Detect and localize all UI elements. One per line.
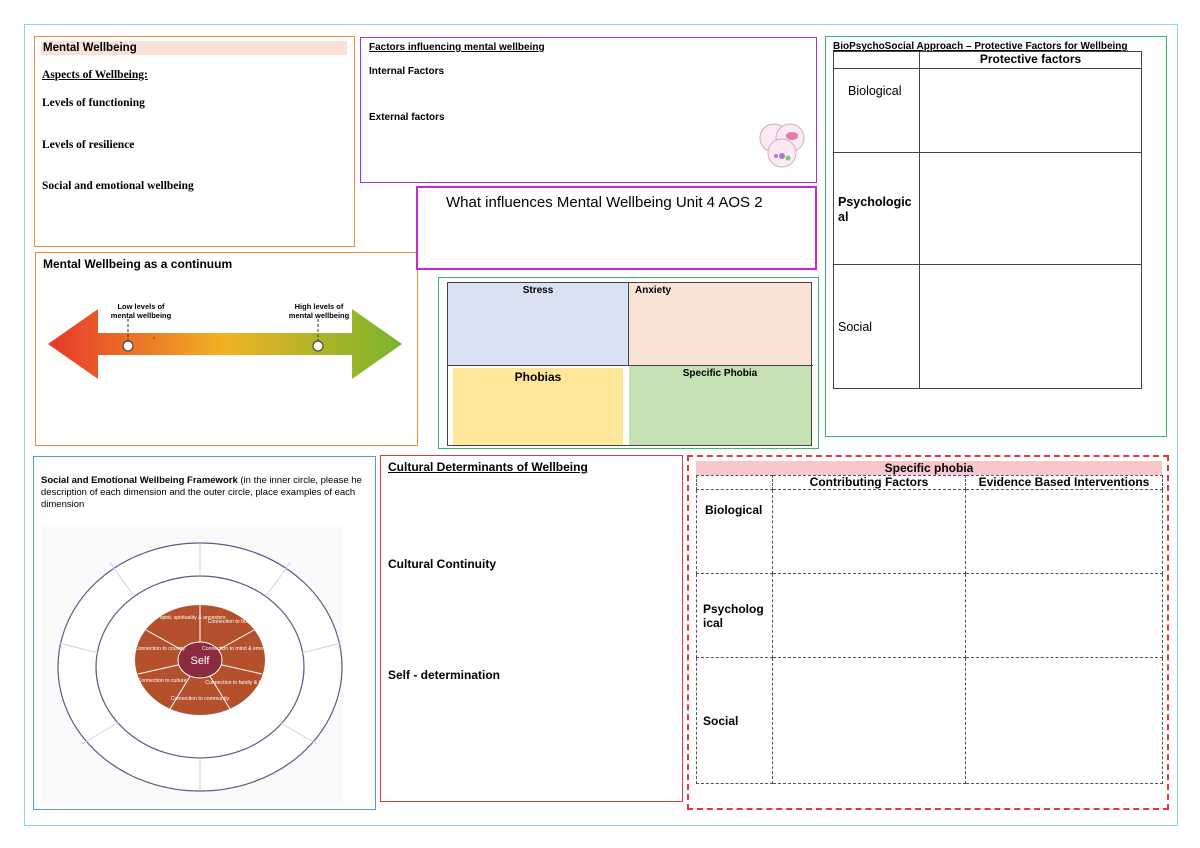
sp-biological-interventions-input[interactable] — [965, 489, 1163, 574]
sewb-description: Social and Emotional Wellbeing Framework… — [41, 475, 362, 510]
cultural-continuity-label: Cultural Continuity — [388, 557, 496, 571]
wheel-segment-country: Connection to country — [135, 646, 186, 652]
sp-row-social: Social — [696, 657, 773, 784]
internal-factors-label: Internal Factors — [369, 66, 445, 77]
stress-cell: Stress — [448, 283, 628, 365]
aspect-functioning: Levels of functioning — [42, 97, 145, 109]
aspect-social-emotional: Social and emotional wellbeing — [42, 180, 194, 192]
external-factors-label: External factors — [369, 112, 445, 123]
specific-phobia-panel: Specific phobia Contributing Factors Evi… — [687, 455, 1169, 810]
specific-phobia-title: Specific phobia — [696, 461, 1162, 475]
bps-row-social: Social — [833, 264, 920, 389]
continuum-arrow — [48, 309, 402, 379]
bps-social-input[interactable] — [919, 264, 1142, 389]
main-title-panel: What influences Mental Wellbeing Unit 4 … — [416, 186, 817, 270]
disorders-grid-panel: Stress Anxiety Phobias Specific Phobia — [438, 277, 819, 449]
sewb-panel: Social and Emotional Wellbeing Framework… — [33, 456, 376, 810]
protective-factors-table: Protective factors Biological Psychologi… — [833, 51, 1142, 389]
venn-diagram-icon — [759, 123, 805, 168]
biopsychosocial-title: BioPsychoSocial Approach – Protective Fa… — [833, 41, 1128, 52]
high-marker — [312, 340, 324, 352]
sp-row-psychological: Psycholog ical — [696, 573, 773, 658]
page-border — [24, 24, 1178, 826]
wheel-segment-family: Connection to family & kinship — [205, 680, 275, 686]
aspect-resilience: Levels of resilience — [42, 139, 135, 151]
sp-social-interventions-input[interactable] — [965, 657, 1163, 784]
anxiety-cell: Anxiety — [628, 283, 811, 365]
factors-title: Factors influencing mental wellbeing — [369, 42, 545, 53]
phobias-cell: Phobias — [453, 368, 623, 445]
mental-wellbeing-panel: Mental Wellbeing Aspects of Wellbeing: L… — [34, 36, 355, 247]
cultural-title: Cultural Determinants of Wellbeing — [388, 460, 588, 474]
contributing-factors-header: Contributing Factors — [772, 475, 966, 490]
wheel-segment-mind: Connection to mind & emotions — [202, 646, 274, 652]
low-marker — [122, 340, 134, 352]
wheel-segment-body: Connection to body — [208, 619, 253, 625]
self-determination-label: Self - determination — [388, 668, 501, 682]
wheel-segment-community: Connection to community — [171, 696, 230, 702]
sewb-wheel-diagram: Self Connection to spirit, spirituality … — [57, 542, 343, 792]
cultural-determinants-panel: Cultural Determinants of Wellbeing Cultu… — [380, 455, 683, 802]
continuum-panel: Mental Wellbeing as a continuum Low leve… — [35, 252, 418, 446]
wheel-segment-spirit: Connection to spirit, spirituality & anc… — [126, 615, 226, 621]
bps-row-biological: Biological — [833, 68, 920, 153]
specific-phobia-table: Contributing Factors Evidence Based Inte… — [696, 475, 1163, 784]
bps-psychological-input[interactable] — [919, 152, 1142, 265]
continuum-title: Mental Wellbeing as a continuum — [43, 257, 233, 271]
factors-panel: Factors influencing mental wellbeing Int… — [360, 37, 817, 183]
biopsychosocial-panel: BioPsychoSocial Approach – Protective Fa… — [825, 36, 1167, 437]
wheel-segment-culture: Connection to culture — [137, 678, 186, 684]
specific-phobia-cell: Specific Phobia — [629, 366, 811, 445]
sp-psychological-factors-input[interactable] — [772, 573, 966, 658]
bps-row-psychological: Psychologic al — [833, 152, 920, 265]
mental-wellbeing-title: Mental Wellbeing — [41, 41, 347, 55]
aspects-heading: Aspects of Wellbeing: — [42, 69, 148, 81]
interventions-header: Evidence Based Interventions — [965, 475, 1163, 490]
bps-biological-input[interactable] — [919, 68, 1142, 153]
sp-social-factors-input[interactable] — [772, 657, 966, 784]
sp-psychological-interventions-input[interactable] — [965, 573, 1163, 658]
wheel-center-label: Self — [191, 655, 211, 667]
page-title: What influences Mental Wellbeing Unit 4 … — [446, 194, 763, 211]
sp-biological-factors-input[interactable] — [772, 489, 966, 574]
protective-factors-header: Protective factors — [919, 51, 1142, 69]
sp-row-biological: Biological — [696, 489, 773, 574]
